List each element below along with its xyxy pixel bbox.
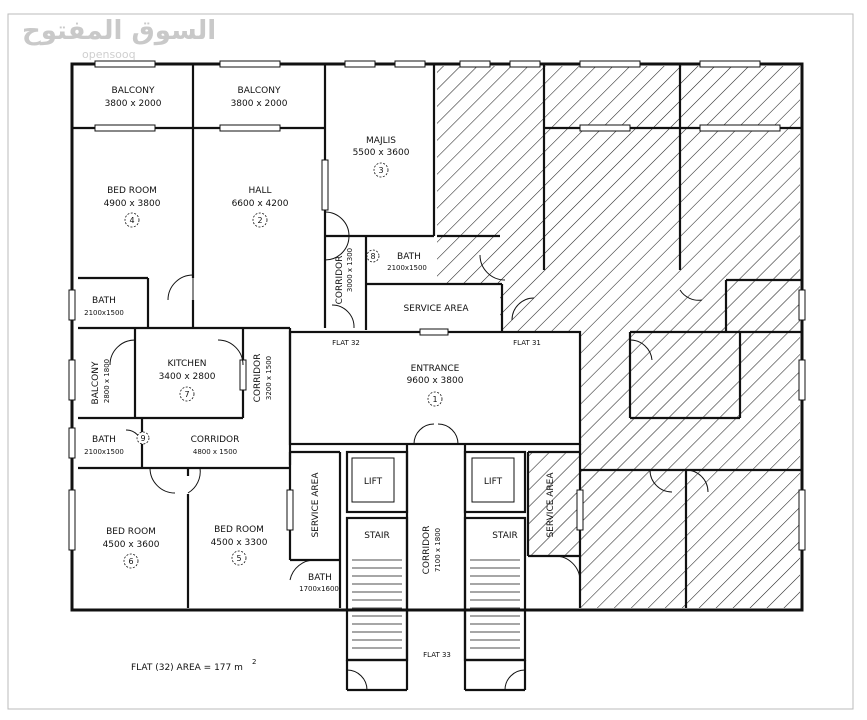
balcony2-dim: 3800 x 2000 bbox=[231, 99, 288, 109]
balcony2-name: BALCONY bbox=[238, 86, 281, 96]
bedroom4-num: 4 bbox=[129, 216, 134, 225]
watermark-latin: opensooq bbox=[82, 48, 136, 61]
entrance-dim: 9600 x 3800 bbox=[407, 376, 464, 386]
kitchen-dim: 3400 x 2800 bbox=[159, 372, 216, 382]
area-note-text: FLAT (32) AREA = 177 m bbox=[131, 663, 243, 673]
stair-left-name: STAIR bbox=[364, 531, 390, 541]
room-number-circles bbox=[123, 162, 443, 569]
doors bbox=[109, 211, 709, 691]
bath9-name: BATH bbox=[92, 435, 116, 445]
balcony-side-dim: 2800 x 1800 bbox=[103, 359, 111, 403]
bedroom4-name: BED ROOM bbox=[107, 186, 157, 196]
bedroom6-name: BED ROOM bbox=[106, 527, 156, 537]
exterior-walls bbox=[70, 62, 804, 612]
corridor-core-dim: 7100 x 1800 bbox=[434, 528, 442, 572]
area-note-sup: 2 bbox=[252, 658, 256, 666]
lift-left-name: LIFT bbox=[364, 477, 383, 487]
corridor-mid-dim: 3200 x 1500 bbox=[265, 356, 273, 400]
lift-cars bbox=[351, 457, 515, 503]
bedroom5-name: BED ROOM bbox=[214, 525, 264, 535]
bath-left-name: BATH bbox=[92, 296, 116, 306]
corridor-top-dim: 3000 x 1300 bbox=[346, 248, 354, 292]
bath8-num: 8 bbox=[370, 252, 375, 261]
entrance-name: ENTRANCE bbox=[411, 364, 460, 374]
watermark-arabic: السوق المفتوح bbox=[22, 16, 217, 46]
bath-small-name: BATH bbox=[308, 573, 332, 583]
kitchen-num: 7 bbox=[184, 390, 189, 399]
corridor-top-name: CORRIDOR bbox=[335, 256, 345, 305]
bath8-name: BATH bbox=[397, 252, 421, 262]
bath9-num: 9 bbox=[140, 434, 145, 443]
bath9-dim: 2100x1500 bbox=[84, 448, 124, 456]
watermark-logo: السوق المفتوح opensooq bbox=[22, 16, 217, 61]
hall-dim: 6600 x 4200 bbox=[232, 199, 289, 209]
flat33-label: FLAT 33 bbox=[423, 651, 451, 659]
majlis-name: MAJLIS bbox=[366, 136, 396, 146]
hatched-neighbour-area bbox=[437, 66, 800, 608]
area-note: FLAT (32) AREA = 177 m 2 bbox=[131, 658, 256, 673]
balcony1-dim: 3800 x 2000 bbox=[105, 99, 162, 109]
lift-right-name: LIFT bbox=[484, 477, 503, 487]
windows bbox=[68, 60, 806, 551]
flat32-label: FLAT 32 bbox=[332, 339, 360, 347]
stair-treads bbox=[352, 559, 520, 649]
majlis-dim: 5500 x 3600 bbox=[353, 148, 410, 158]
bedroom5-dim: 4500 x 3300 bbox=[211, 538, 268, 548]
hall-num: 2 bbox=[257, 216, 262, 225]
bedroom4-dim: 4900 x 3800 bbox=[104, 199, 161, 209]
service-area-top-name: SERVICE AREA bbox=[403, 304, 469, 314]
bedroom5-num: 5 bbox=[236, 554, 241, 563]
service-area-left-name: SERVICE AREA bbox=[311, 472, 321, 538]
majlis-num: 3 bbox=[378, 166, 383, 175]
balcony1-name: BALCONY bbox=[112, 86, 155, 96]
bath8-dim: 2100x1500 bbox=[387, 264, 427, 272]
hall-name: HALL bbox=[249, 186, 272, 196]
drawing-frame bbox=[7, 13, 854, 710]
corridor-low-dim: 4800 x 1500 bbox=[193, 448, 237, 456]
bedroom6-dim: 4500 x 3600 bbox=[103, 540, 160, 550]
balcony-side-name: BALCONY bbox=[91, 361, 101, 404]
service-area-right-name: SERVICE AREA bbox=[546, 472, 556, 538]
bath-left-dim: 2100x1500 bbox=[84, 309, 124, 317]
flat31-label: FLAT 31 bbox=[513, 339, 541, 347]
corridor-mid-name: CORRIDOR bbox=[253, 354, 263, 403]
room-labels: BALCONY 3800 x 2000 BALCONY 3800 x 2000 … bbox=[84, 86, 556, 659]
bedroom6-num: 6 bbox=[128, 557, 133, 566]
entrance-num: 1 bbox=[432, 395, 437, 404]
corridor-low-name: CORRIDOR bbox=[191, 435, 240, 445]
bath-small-dim: 1700x1600 bbox=[299, 585, 339, 593]
corridor-core-name: CORRIDOR bbox=[422, 526, 432, 575]
kitchen-name: KITCHEN bbox=[168, 359, 207, 369]
stair-right-name: STAIR bbox=[492, 531, 518, 541]
